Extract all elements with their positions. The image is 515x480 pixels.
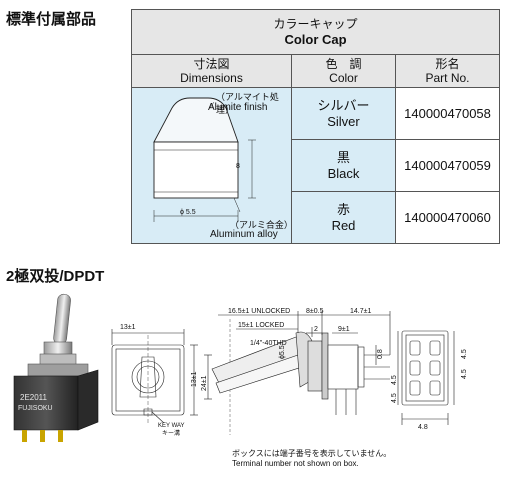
footnote-en: Terminal number not shown on box. xyxy=(232,459,359,468)
col-dimensions: 寸法図 Dimensions xyxy=(131,54,292,88)
accessories-title: 標準付属部品 xyxy=(6,11,97,28)
header-en: Color Cap xyxy=(284,32,347,47)
part-number: 140000470059 xyxy=(394,139,501,192)
note-alloy-jp: （アルミ合金） xyxy=(230,220,293,230)
note-alumite-en: Alumite finish xyxy=(208,102,268,113)
col-color: 色 調 Color xyxy=(291,54,396,88)
table-header: カラーキャップ Color Cap xyxy=(130,9,501,55)
dim-4-5-a: 4.5 xyxy=(461,349,468,359)
color-jp: シルバー xyxy=(317,97,370,113)
dpdt-title: 2極双投/DPDT xyxy=(6,268,105,285)
color-jp: 黒 xyxy=(336,149,350,165)
key-way-en: KEY WAY xyxy=(158,423,185,429)
dim-24: 24±1 xyxy=(201,375,208,391)
table-row: 赤 Red 140000470060 xyxy=(132,191,501,244)
col-color-en: Color xyxy=(329,71,358,85)
table-row: 黒 Black 140000470059 xyxy=(132,139,501,192)
dim-unlocked: 16.5±1 UNLOCKED xyxy=(228,308,290,315)
col-dimensions-en: Dimensions xyxy=(180,71,243,85)
dim-8: 8±0.5 xyxy=(306,308,324,315)
dpdt-dimension-drawing: 13±1 13±1 KEY WAY キー溝 16.5±1 UNLOCKED 15… xyxy=(111,308,468,437)
dim-4-5-c: 4.5 xyxy=(391,375,398,385)
dim-dia-5-5: ϕ5.5 xyxy=(279,345,286,359)
color-en: Black xyxy=(327,165,360,181)
dim-2: 2 xyxy=(314,326,318,333)
col-dimensions-jp: 寸法図 xyxy=(193,57,230,71)
switch-model-label: 2E2011 xyxy=(20,393,48,402)
note-alumite-jp: （アルマイト処理） xyxy=(216,92,279,115)
color-cell-red: 赤 Red xyxy=(291,191,396,244)
dim-13-side: 13±1 xyxy=(191,371,198,387)
dim-locked: 15±1 LOCKED xyxy=(238,322,284,329)
switch-brand-label: FUJISOKU xyxy=(18,405,53,412)
color-cell-silver: シルバー Silver xyxy=(291,87,396,140)
color-cell-black: 黒 Black xyxy=(291,139,396,192)
note-alloy-en: Aluminum alloy xyxy=(210,229,278,240)
col-part-en: Part No. xyxy=(425,71,470,85)
col-part: 形名 Part No. xyxy=(394,54,501,88)
footnote: ボックスには端子番号を表示していません。 Terminal number not… xyxy=(232,449,391,469)
color-en: Red xyxy=(331,217,356,233)
part-number: 140000470060 xyxy=(394,191,501,244)
col-part-jp: 形名 xyxy=(435,57,460,71)
header-jp: カラーキャップ xyxy=(273,17,358,31)
part-number: 140000470058 xyxy=(394,87,501,140)
dim-9: 9±1 xyxy=(338,326,350,333)
switch-photo: 2E2011 FUJISOKU xyxy=(13,293,99,442)
cap-diameter-label: ϕ 5.5 xyxy=(180,209,196,216)
col-color-jp: 色 調 xyxy=(325,57,362,71)
cap-drawing: 8 ϕ 5.5 xyxy=(153,97,256,222)
dim-14-7: 14.7±1 xyxy=(350,308,371,315)
key-way-jp: キー溝 xyxy=(162,429,180,437)
footnote-jp: ボックスには端子番号を表示していません。 xyxy=(232,449,392,458)
table-row: 8 ϕ 5.5 （アルマイト処理） Alumite finish （アルミ合金）… xyxy=(131,87,501,244)
dim-4-8: 4.8 xyxy=(418,424,428,431)
color-cap-table: カラーキャップ Color Cap 寸法図 Dimensions 色 調 Col… xyxy=(130,9,501,244)
dim-13-top: 13±1 xyxy=(120,324,136,331)
dim-4-5-b: 4.5 xyxy=(461,369,468,379)
dim-thread: 1/4"-40THD xyxy=(250,340,287,347)
color-jp: 赤 xyxy=(336,201,350,217)
dim-4-5-d: 4.5 xyxy=(391,393,398,403)
cap-dimension-drawing: 8 ϕ 5.5 （アルマイト処理） Alumite finish （アルミ合金）… xyxy=(131,87,293,244)
cap-height-label: 8 xyxy=(236,163,240,170)
color-en: Silver xyxy=(327,113,360,129)
dim-0-8: 0.8 xyxy=(377,349,384,359)
